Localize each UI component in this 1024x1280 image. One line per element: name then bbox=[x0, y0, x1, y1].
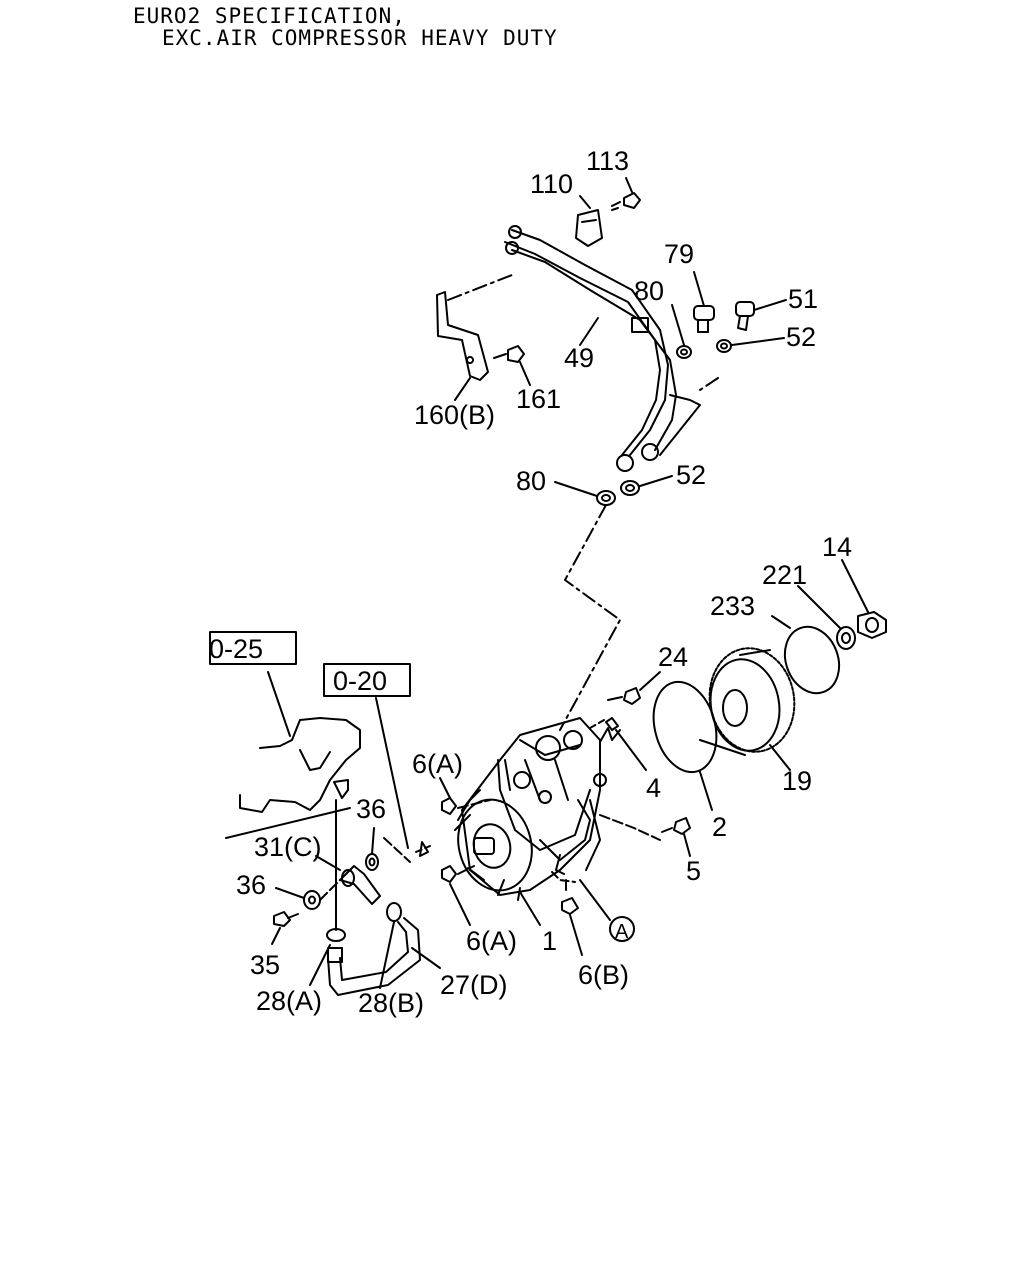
callout-52-mid: 52 bbox=[676, 460, 706, 490]
engine-reference-0-25 bbox=[225, 671, 361, 839]
clip-28b bbox=[386, 902, 402, 922]
washer-36-top bbox=[365, 853, 379, 871]
bolt-161 bbox=[493, 345, 525, 363]
callout-110: 110 bbox=[530, 169, 573, 199]
callout-19: 19 bbox=[782, 766, 812, 796]
callout-161: 161 bbox=[516, 384, 561, 414]
callout-1: 1 bbox=[542, 926, 557, 956]
bracket-160b bbox=[436, 291, 489, 381]
callout-6a-top: 6(A) bbox=[412, 749, 463, 779]
callout-52-top: 52 bbox=[786, 322, 816, 352]
nut-6a-bot bbox=[441, 865, 457, 883]
banjo-bolt-51 bbox=[735, 301, 755, 331]
header-line-1: EURO2 SPECIFICATION, bbox=[133, 4, 406, 28]
callout-160b: 160(B) bbox=[414, 400, 495, 430]
ref-label-0-25: 0-25 bbox=[209, 634, 263, 664]
callout-36-left: 36 bbox=[236, 870, 266, 900]
callout-49: 49 bbox=[564, 343, 594, 373]
callout-35: 35 bbox=[250, 950, 280, 980]
callout-6a-bot: 6(A) bbox=[466, 926, 517, 956]
callout-31c: 31(C) bbox=[254, 832, 322, 862]
callout-2: 2 bbox=[712, 812, 727, 842]
callout-27d: 27(D) bbox=[440, 970, 508, 1000]
injection-pump-1 bbox=[454, 717, 607, 901]
callout-a: A bbox=[615, 921, 629, 943]
callout-14: 14 bbox=[822, 532, 852, 562]
key-4 bbox=[605, 717, 619, 731]
callout-24: 24 bbox=[658, 642, 688, 672]
clamp-110 bbox=[575, 209, 603, 247]
nut-6b bbox=[561, 897, 579, 915]
ref-label-0-20: 0-20 bbox=[333, 666, 387, 696]
washer-221 bbox=[836, 626, 856, 650]
callout-233: 233 bbox=[710, 591, 755, 621]
gasket-2 bbox=[652, 680, 718, 774]
callout-51: 51 bbox=[788, 284, 818, 314]
callout-221: 221 bbox=[762, 560, 807, 590]
fitting-31c bbox=[339, 865, 381, 905]
reference-a-mark bbox=[551, 871, 635, 942]
o-ring-233 bbox=[783, 625, 841, 695]
clip-28a bbox=[326, 928, 346, 942]
bolt-5 bbox=[661, 817, 691, 835]
callout-28b: 28(B) bbox=[358, 988, 424, 1018]
nut-14 bbox=[857, 611, 887, 639]
bolt-35 bbox=[273, 911, 299, 927]
callout-113: 113 bbox=[586, 146, 629, 176]
callout-4: 4 bbox=[646, 773, 661, 803]
reference-box-0-20 bbox=[323, 663, 411, 697]
callout-79: 79 bbox=[664, 239, 694, 269]
callout-28a: 28(A) bbox=[256, 986, 322, 1016]
fuel-pipe-assembly bbox=[504, 225, 701, 472]
callout-36-top: 36 bbox=[356, 794, 386, 824]
bolt-24 bbox=[607, 687, 641, 705]
nut-6a-top bbox=[441, 797, 457, 815]
hose-27d bbox=[327, 917, 421, 996]
header-line-2: EXC.AIR COMPRESSOR HEAVY DUTY bbox=[162, 26, 558, 50]
banjo-bolt-79 bbox=[693, 305, 715, 333]
bolt-113 bbox=[611, 192, 641, 211]
reference-box-0-25 bbox=[209, 631, 297, 665]
callout-80-mid: 80 bbox=[516, 466, 546, 496]
callout-80-top: 80 bbox=[634, 276, 664, 306]
washer-36-left bbox=[303, 890, 321, 910]
callout-5: 5 bbox=[686, 856, 701, 886]
callout-6b: 6(B) bbox=[578, 960, 629, 990]
